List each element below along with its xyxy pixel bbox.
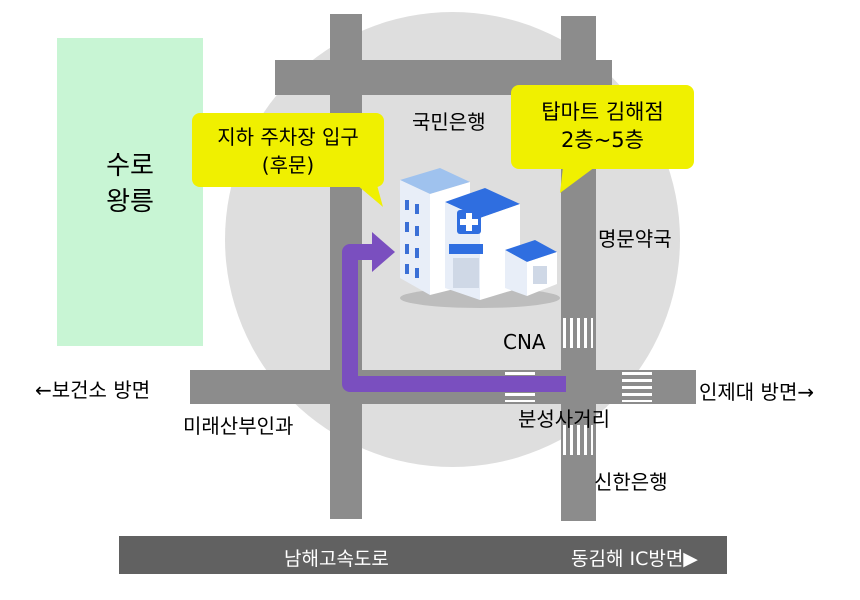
park-label-line2: 왕릉 bbox=[106, 187, 154, 217]
crosswalk-east bbox=[622, 372, 652, 402]
park-label: 수로 왕릉 bbox=[57, 148, 203, 220]
hospital-building-icon bbox=[400, 168, 560, 308]
label-shinhan-bank: 신한은행 bbox=[594, 470, 668, 494]
callout-topmart-line2: 2층~5층 bbox=[561, 128, 644, 152]
callout-parking-line1: 지하 주차장 입구 bbox=[217, 125, 359, 149]
callout-parking-tail bbox=[357, 185, 383, 207]
label-direction-left: ←보건소 방면 bbox=[35, 378, 151, 402]
label-mirae-clinic: 미래산부인과 bbox=[183, 414, 294, 438]
label-kookmin-bank: 국민은행 bbox=[412, 110, 486, 134]
callout-topmart-line1: 탑마트 김해점 bbox=[541, 100, 664, 124]
label-cna: CNA bbox=[503, 330, 546, 354]
callout-parking-entrance: 지하 주차장 입구 (후문) bbox=[192, 113, 384, 187]
highway-bar: 남해고속도로 동김해 IC방면▶ bbox=[119, 536, 727, 574]
highway-direction: 동김해 IC방면▶ bbox=[571, 548, 698, 570]
park-area bbox=[57, 38, 203, 346]
highway-name: 남해고속도로 bbox=[284, 548, 389, 570]
callout-parking-line2: (후문) bbox=[261, 153, 315, 177]
crosswalk-south bbox=[563, 425, 593, 455]
label-bunseong-intersection: 분성사거리 bbox=[518, 407, 610, 431]
callout-topmart-tail bbox=[560, 167, 595, 193]
label-direction-right: 인제대 방면→ bbox=[699, 380, 815, 404]
park-label-line1: 수로 bbox=[106, 151, 154, 181]
label-myungmun-pharmacy: 명문약국 bbox=[598, 227, 672, 251]
callout-topmart: 탑마트 김해점 2층~5층 bbox=[511, 85, 694, 169]
crosswalk-cna bbox=[563, 318, 593, 348]
